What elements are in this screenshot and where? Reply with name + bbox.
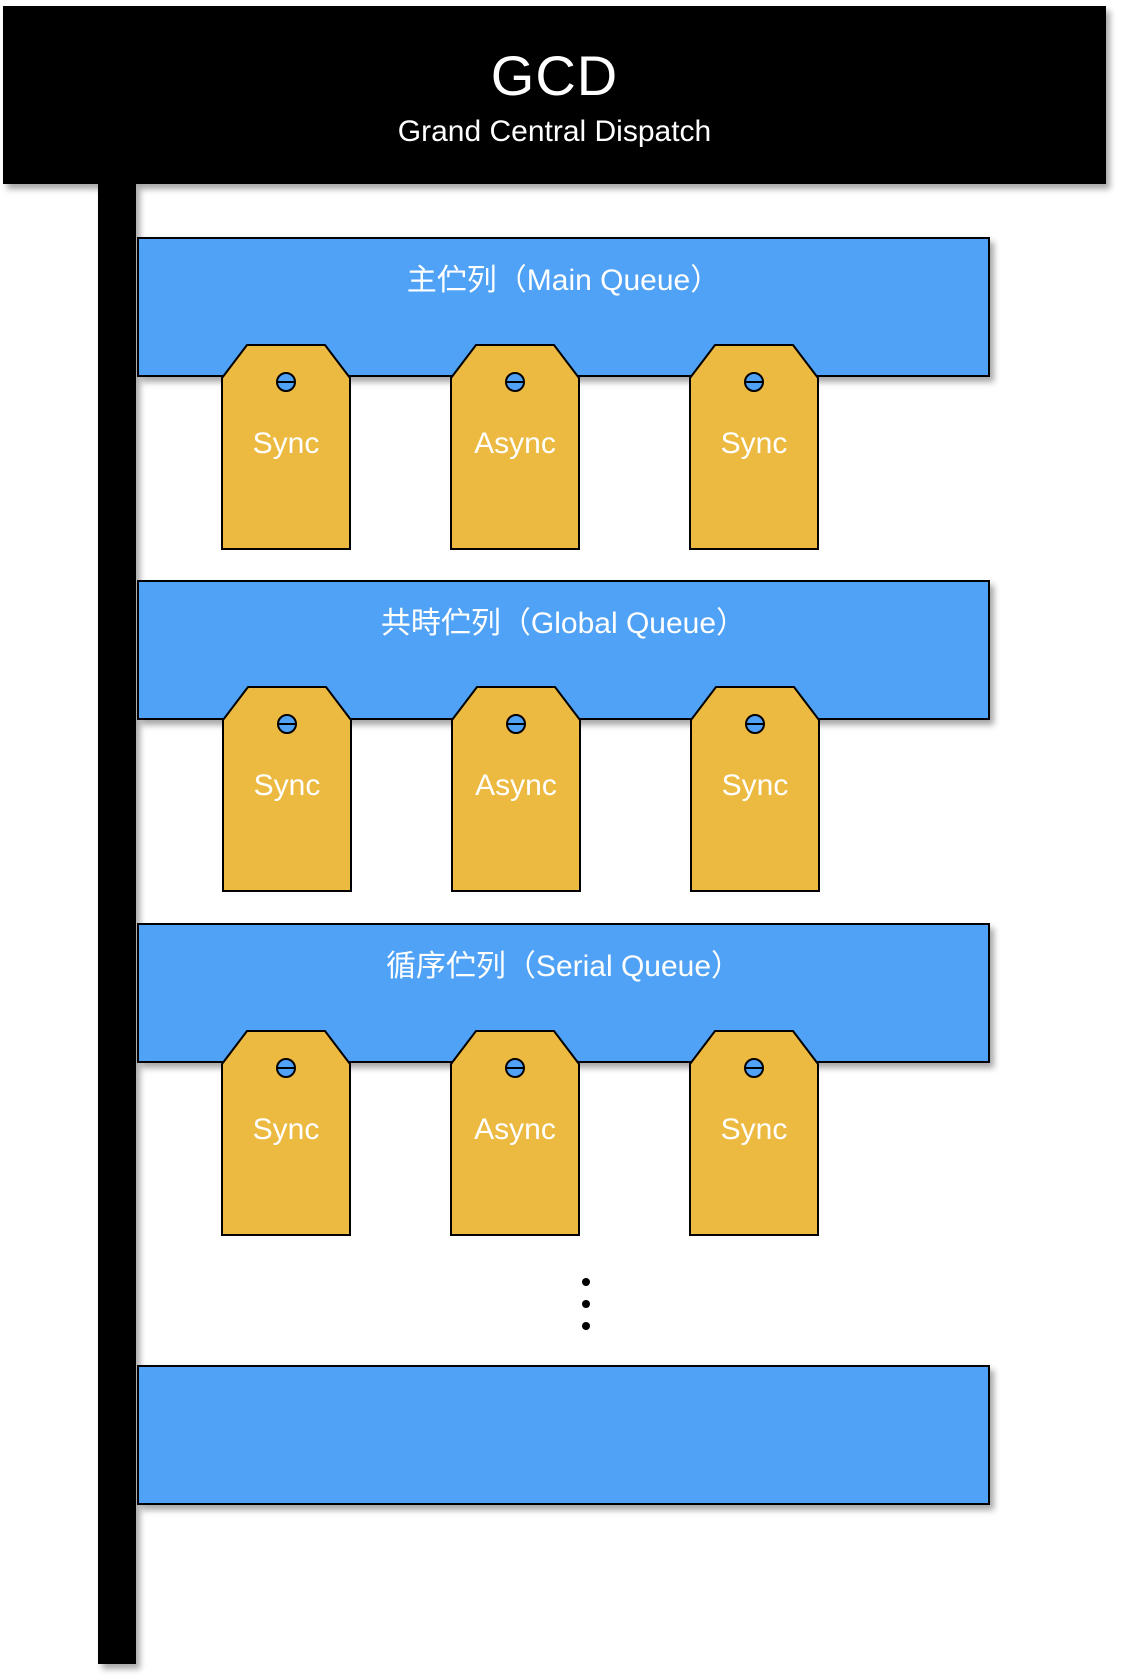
task-tag: Sync [221, 344, 351, 550]
task-tag: Sync [221, 1030, 351, 1236]
queue-label: 主伫列（Main Queue） [406, 264, 721, 297]
tag-hole-icon [506, 714, 526, 734]
tag-shape [221, 344, 351, 550]
tag-shape [689, 344, 819, 550]
queue-label: 循序伫列（Serial Queue） [385, 950, 742, 983]
tag-shape [689, 1030, 819, 1236]
ellipsis-dot [582, 1322, 590, 1330]
task-tag: Sync [222, 686, 352, 892]
task-tag: Sync [689, 344, 819, 550]
task-tag: Sync [689, 1030, 819, 1236]
tag-hole-icon [277, 714, 297, 734]
tag-hole-icon [505, 1058, 525, 1078]
tag-shape [222, 686, 352, 892]
task-label: Sync [252, 427, 320, 460]
tag-shape [450, 344, 580, 550]
tag-hole-icon [276, 1058, 296, 1078]
tag-hole-icon [744, 372, 764, 392]
task-label: Sync [720, 427, 788, 460]
task-label: Sync [252, 1113, 320, 1146]
task-label: Async [474, 1113, 556, 1146]
tag-shape [451, 686, 581, 892]
queue-empty [137, 1365, 990, 1505]
page-title: GCD [490, 44, 619, 107]
tag-hole-icon [276, 372, 296, 392]
tag-shape [221, 1030, 351, 1236]
queue-label: 共時伫列（Global Queue） [380, 607, 747, 640]
tag-hole-icon [744, 1058, 764, 1078]
task-label: Sync [721, 769, 789, 802]
task-tag: Async [451, 686, 581, 892]
tag-shape [450, 1030, 580, 1236]
ellipsis-dot [582, 1300, 590, 1308]
tag-hole-icon [745, 714, 765, 734]
task-label: Sync [253, 769, 321, 802]
task-tag: Async [450, 344, 580, 550]
vertical-pole [98, 184, 136, 1664]
task-label: Async [475, 769, 557, 802]
tag-shape [690, 686, 820, 892]
task-label: Async [474, 427, 556, 460]
page-subtitle: Grand Central Dispatch [397, 115, 712, 148]
task-tag: Async [450, 1030, 580, 1236]
gcd-header: GCD Grand Central Dispatch [3, 6, 1106, 184]
ellipsis-dot [582, 1278, 590, 1286]
task-tag: Sync [690, 686, 820, 892]
task-label: Sync [720, 1113, 788, 1146]
vertical-ellipsis-icon [578, 1272, 594, 1336]
tag-hole-icon [505, 372, 525, 392]
